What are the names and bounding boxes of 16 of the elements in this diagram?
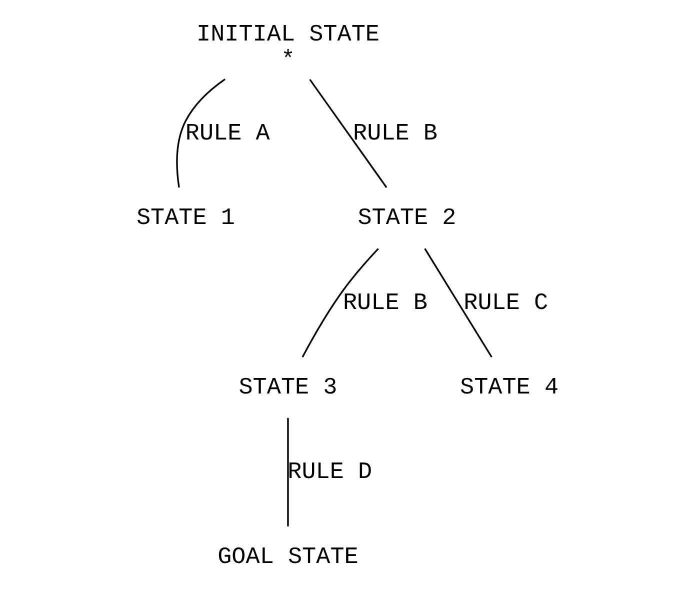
connector (309, 78, 388, 188)
edge-label: RULE B (353, 120, 438, 148)
connector (424, 248, 492, 358)
edge-label: RULE D (288, 459, 372, 486)
connector (287, 418, 289, 526)
edge-label: RULE C (464, 290, 548, 317)
connector (302, 248, 379, 358)
node-text: STATE 4 (460, 374, 559, 402)
edge-label: RULE B (342, 290, 428, 317)
node-text: STATE 3 (238, 374, 338, 402)
node-text: INITIAL STATE * (196, 22, 380, 74)
connector (176, 78, 226, 188)
node-text: STATE 2 (358, 205, 456, 232)
node-text: STATE 1 (136, 205, 235, 232)
edge-label: RULE A (185, 120, 270, 148)
node-text: GOAL STATE (218, 544, 358, 571)
